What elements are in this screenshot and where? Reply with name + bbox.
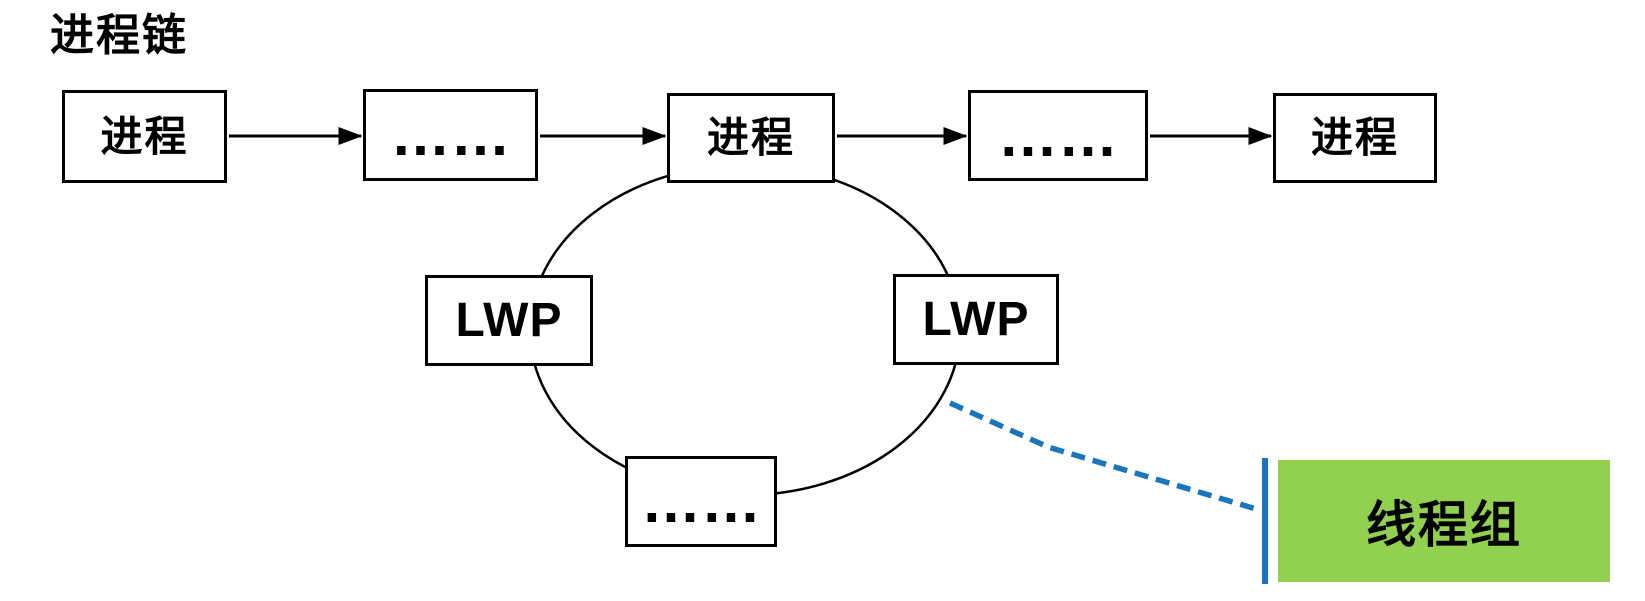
lwp-box-left: LWP (425, 275, 593, 366)
chain-ellipsis-box-1: …… (363, 89, 538, 181)
chain-ellipsis-box-2: …… (968, 90, 1148, 181)
ring-ellipsis-box: …… (625, 456, 777, 547)
process-box-3: 进程 (1273, 93, 1437, 183)
thread-group-dashed-connector (948, 400, 1257, 512)
process-box-1: 进程 (62, 90, 227, 183)
thread-group-label-box: 线程组 (1278, 460, 1610, 582)
lwp-box-right: LWP (893, 274, 1059, 365)
process-box-2: 进程 (667, 93, 835, 183)
diagram-title: 进程链 (50, 11, 188, 60)
